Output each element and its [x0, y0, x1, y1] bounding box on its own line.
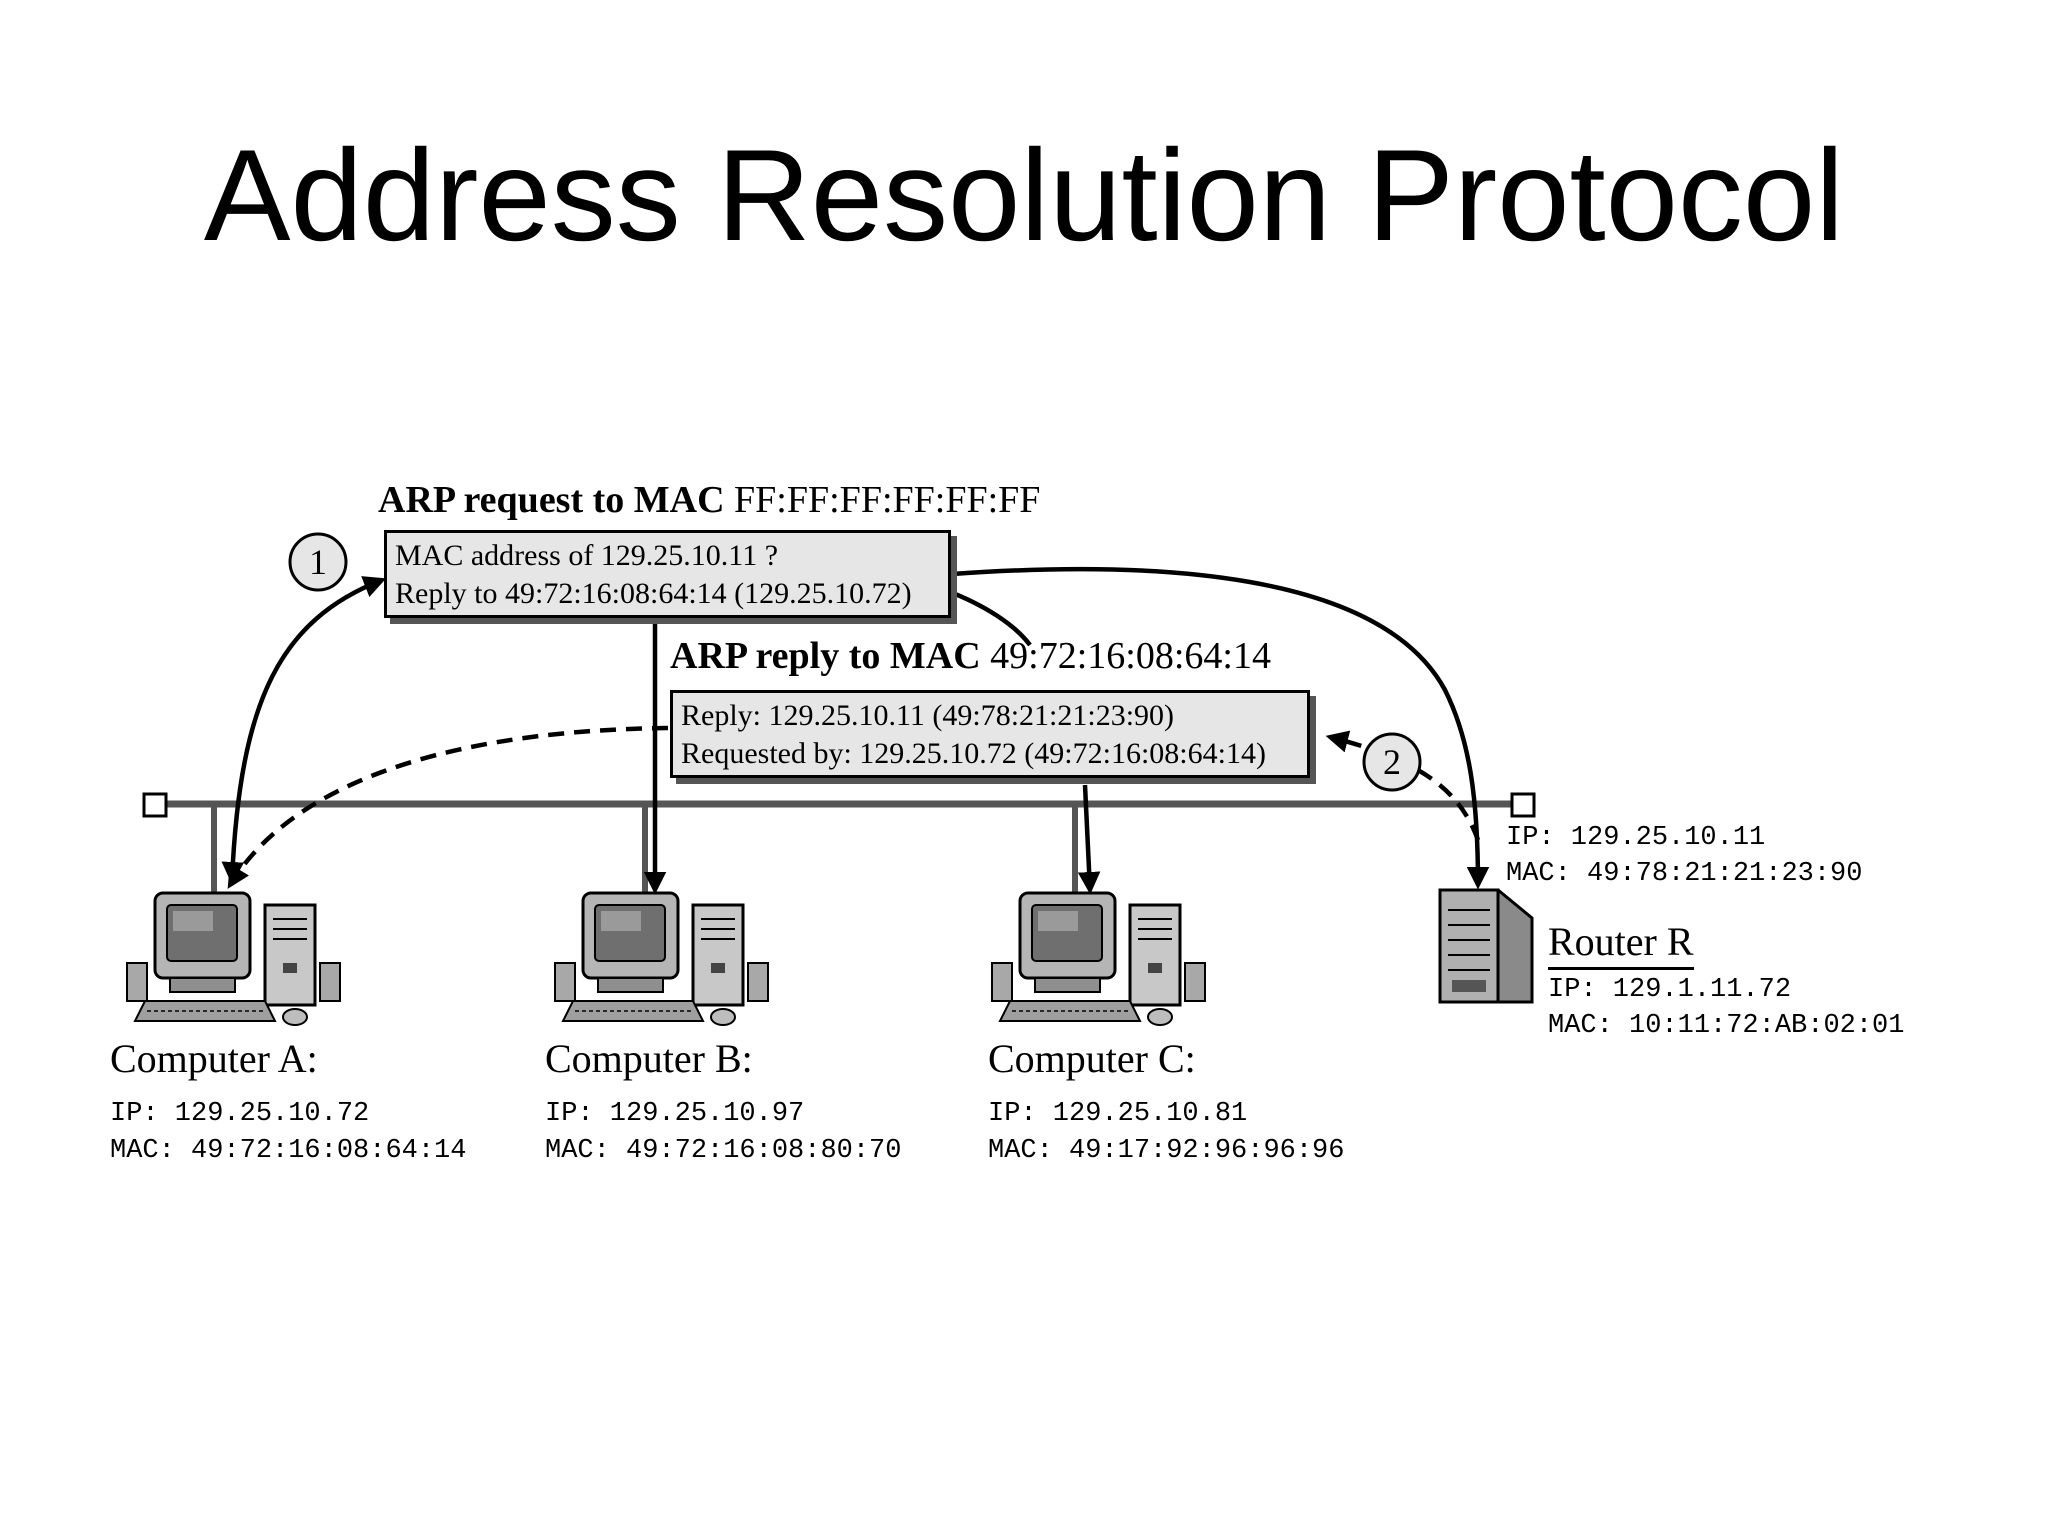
computer-a-name: Computer A: [110, 1036, 318, 1081]
computer-b-name: Computer B: [545, 1036, 753, 1081]
computer-c-name: Computer C: [988, 1036, 1196, 1081]
computer-c-icon [990, 891, 1207, 1027]
arp-reply-header-mac: 49:72:16:08:64:14 [990, 635, 1271, 677]
arp-request-box: MAC address of 129.25.10.11 ? Reply to 4… [384, 530, 951, 618]
page-title: Address Resolution Protocol [203, 122, 1845, 268]
computer-b-icon [553, 891, 770, 1027]
router-icon [1438, 888, 1534, 1004]
step-2-label: 2 [1383, 742, 1401, 782]
arp-reply-header: ARP reply to MAC 49:72:16:08:64:14 [670, 634, 1271, 678]
arp-request-header-label: ARP request to MAC [378, 479, 725, 521]
computer-b-ip: IP: 129.25.10.97 [545, 1099, 805, 1129]
router-lan-mac: MAC: 49:78:21:21:23:90 [1506, 859, 1863, 889]
computer-c-ip: IP: 129.25.10.81 [988, 1099, 1248, 1129]
bus-terminator-left [142, 792, 168, 818]
computer-a-mac: MAC: 49:72:16:08:64:14 [110, 1136, 467, 1166]
step-2-circle [1362, 732, 1422, 792]
router-wan-mac: MAC: 10:11:72:AB:02:01 [1548, 1011, 1905, 1041]
arp-reply-header-label: ARP reply to MAC [670, 635, 981, 677]
computer-b-mac: MAC: 49:72:16:08:80:70 [545, 1136, 902, 1166]
router-lan-ip: IP: 129.25.10.11 [1506, 823, 1766, 853]
computer-a-icon [125, 891, 342, 1027]
computer-c-mac: MAC: 49:17:92:96:96:96 [988, 1136, 1345, 1166]
step-1-label: 1 [309, 542, 327, 582]
request-arrow-to-a [221, 576, 387, 885]
request-arrow-to-router [951, 566, 1490, 890]
arp-request-header: ARP request to MAC FF:FF:FF:FF:FF:FF [378, 478, 1040, 522]
arp-request-header-mac: FF:FF:FF:FF:FF:FF [734, 479, 1041, 521]
reply-arrow-from-router [1325, 730, 1481, 841]
arp-reply-box: Reply: 129.25.10.11 (49:78:21:21:23:90) … [670, 690, 1310, 778]
router-wan-ip: IP: 129.1.11.72 [1548, 975, 1792, 1005]
step-1-circle [288, 532, 348, 592]
bus-terminator-right [1510, 792, 1536, 818]
request-branch-curve [944, 587, 1032, 647]
arp-reply-line-2: Requested by: 129.25.10.72 (49:72:16:08:… [681, 737, 1266, 770]
arp-request-line-1: MAC address of 129.25.10.11 ? [395, 539, 779, 572]
reply-arrow-to-a [227, 725, 669, 889]
arp-request-line-2: Reply to 49:72:16:08:64:14 (129.25.10.72… [395, 577, 912, 610]
router-name: Router R [1548, 918, 1694, 970]
reply-arrow-to-c [1077, 784, 1101, 895]
computer-a-ip: IP: 129.25.10.72 [110, 1099, 370, 1129]
arp-reply-line-1: Reply: 129.25.10.11 (49:78:21:21:23:90) [681, 699, 1175, 732]
